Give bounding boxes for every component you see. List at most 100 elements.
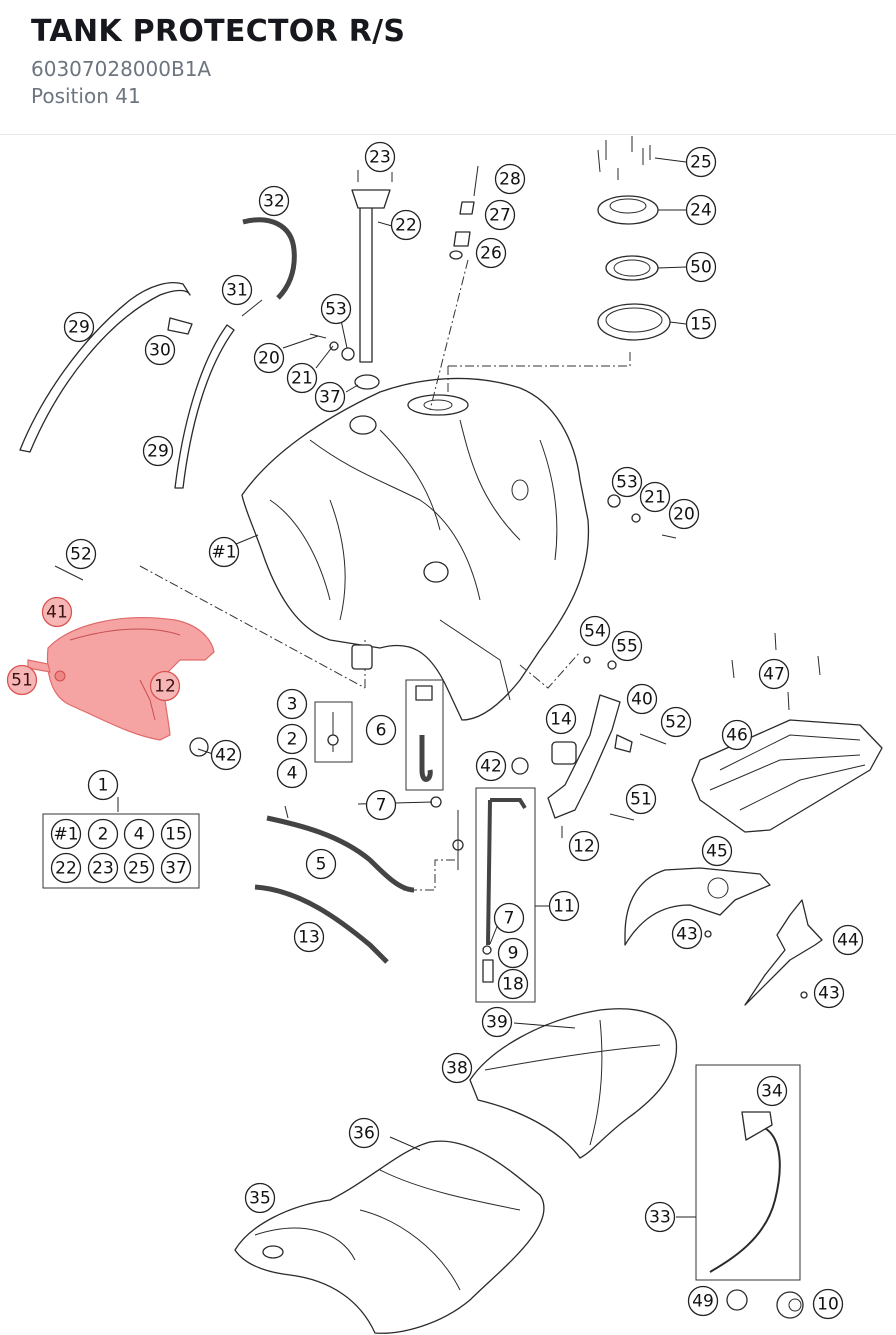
svg-text:51: 51 (630, 790, 652, 810)
callout-l33[interactable]: 33 (644, 1201, 676, 1233)
svg-text:46: 46 (726, 726, 748, 746)
kit-item-5[interactable]: 23 (87, 852, 119, 884)
tank-protector-highlight[interactable] (27, 617, 215, 741)
callout-l36[interactable]: 36 (348, 1117, 380, 1149)
callout-l15[interactable]: 15 (685, 308, 717, 340)
callout-l11[interactable]: 11 (548, 890, 580, 922)
svg-text:26: 26 (480, 244, 502, 264)
kit-item-1[interactable]: 2 (87, 818, 119, 850)
kit-item-4[interactable]: 22 (50, 852, 82, 884)
svg-text:21: 21 (291, 369, 313, 389)
callout-l1a[interactable]: #1 (208, 536, 240, 568)
svg-text:30: 30 (149, 341, 171, 361)
svg-text:#1: #1 (53, 825, 78, 845)
callout-l38[interactable]: 38 (441, 1052, 473, 1084)
callout-l13[interactable]: 13 (293, 921, 325, 953)
kit-item-6[interactable]: 25 (123, 852, 155, 884)
callout-l26[interactable]: 26 (475, 237, 507, 269)
svg-text:35: 35 (249, 1189, 271, 1209)
callout-l10[interactable]: 10 (812, 1288, 844, 1320)
callout-l45[interactable]: 45 (701, 835, 733, 867)
callout-l43b[interactable]: 43 (813, 977, 845, 1009)
callout-l53b[interactable]: 53 (611, 466, 643, 498)
svg-text:25: 25 (128, 859, 150, 879)
callout-l18[interactable]: 18 (497, 968, 529, 1000)
svg-text:12: 12 (573, 837, 595, 857)
callout-l49[interactable]: 49 (687, 1285, 719, 1317)
callout-l23a[interactable]: 23 (364, 141, 396, 173)
svg-text:4: 4 (134, 825, 145, 845)
svg-text:32: 32 (263, 192, 285, 212)
callout-l41[interactable]: 41 (41, 596, 73, 628)
callout-l7b[interactable]: 7 (493, 902, 525, 934)
callout-l21b[interactable]: 21 (639, 481, 671, 513)
callout-l12b[interactable]: 12 (568, 830, 600, 862)
callout-l52a[interactable]: 52 (65, 538, 97, 570)
callout-l3[interactable]: 3 (276, 688, 308, 720)
svg-text:22: 22 (395, 216, 417, 236)
callout-l29a[interactable]: 29 (63, 311, 95, 343)
callout-l32[interactable]: 32 (258, 185, 290, 217)
callout-l30[interactable]: 30 (144, 334, 176, 366)
callout-l31[interactable]: 31 (221, 274, 253, 306)
svg-text:18: 18 (502, 975, 524, 995)
svg-text:53: 53 (616, 473, 638, 493)
kit-item-2[interactable]: 4 (123, 818, 155, 850)
fuel-tank[interactable] (241, 377, 590, 721)
callout-l22[interactable]: 22 (390, 209, 422, 241)
callout-l20a[interactable]: 20 (253, 342, 285, 374)
parts-bottom (234, 1008, 804, 1334)
callout-l50[interactable]: 50 (685, 251, 717, 283)
callout-l1[interactable]: 1 (87, 769, 119, 801)
svg-text:15: 15 (690, 315, 712, 335)
callout-l51b[interactable]: 51 (625, 783, 657, 815)
callout-l55[interactable]: 55 (611, 630, 643, 662)
callout-l6[interactable]: 6 (365, 714, 397, 746)
svg-text:29: 29 (68, 318, 90, 338)
callout-l25[interactable]: 25 (685, 146, 717, 178)
callout-l44[interactable]: 44 (832, 924, 864, 956)
svg-text:22: 22 (55, 859, 77, 879)
callout-l27[interactable]: 27 (484, 199, 516, 231)
callout-l53a[interactable]: 53 (320, 293, 352, 325)
callout-l7a[interactable]: 7 (365, 789, 397, 821)
svg-text:29: 29 (147, 442, 169, 462)
callout-l2a[interactable]: 2 (276, 723, 308, 755)
callout-l4a[interactable]: 4 (276, 757, 308, 789)
callout-l9[interactable]: 9 (497, 937, 529, 969)
callout-l29b[interactable]: 29 (142, 435, 174, 467)
callout-l42a[interactable]: 42 (210, 739, 242, 771)
svg-text:11: 11 (553, 897, 575, 917)
callout-l51a[interactable]: 51 (6, 664, 38, 696)
callout-l5[interactable]: 5 (305, 848, 337, 880)
callout-l14[interactable]: 14 (545, 703, 577, 735)
leader-lines (117, 157, 696, 1218)
callout-l43a[interactable]: 43 (671, 918, 703, 950)
svg-text:34: 34 (761, 1082, 783, 1102)
callout-l24[interactable]: 24 (685, 194, 717, 226)
part-number: 60307028000B1A (31, 57, 212, 81)
callout-l12a[interactable]: 12 (149, 670, 181, 702)
callout-l46[interactable]: 46 (721, 719, 753, 751)
callout-l28[interactable]: 28 (494, 163, 526, 195)
kit-item-0[interactable]: #1 (50, 818, 82, 850)
callout-l52b[interactable]: 52 (660, 706, 692, 738)
callout-l42b[interactable]: 42 (475, 750, 507, 782)
callout-l34[interactable]: 34 (756, 1075, 788, 1107)
svg-text:31: 31 (226, 281, 248, 301)
callout-l35[interactable]: 35 (244, 1182, 276, 1214)
callout-l47[interactable]: 47 (758, 658, 790, 690)
svg-text:13: 13 (298, 928, 320, 948)
kit-item-7[interactable]: 37 (160, 852, 192, 884)
callout-l39[interactable]: 39 (481, 1006, 513, 1038)
kit-item-3[interactable]: 15 (160, 818, 192, 850)
callout-l21a[interactable]: 21 (286, 362, 318, 394)
callout-l20b[interactable]: 20 (668, 498, 700, 530)
svg-text:40: 40 (631, 690, 653, 710)
svg-text:43: 43 (676, 925, 698, 945)
position-indicator: Position 41 (31, 84, 141, 108)
callout-l40[interactable]: 40 (626, 683, 658, 715)
callout-l37a[interactable]: 37 (314, 381, 346, 413)
svg-text:10: 10 (817, 1295, 839, 1315)
callout-l54[interactable]: 54 (579, 615, 611, 647)
